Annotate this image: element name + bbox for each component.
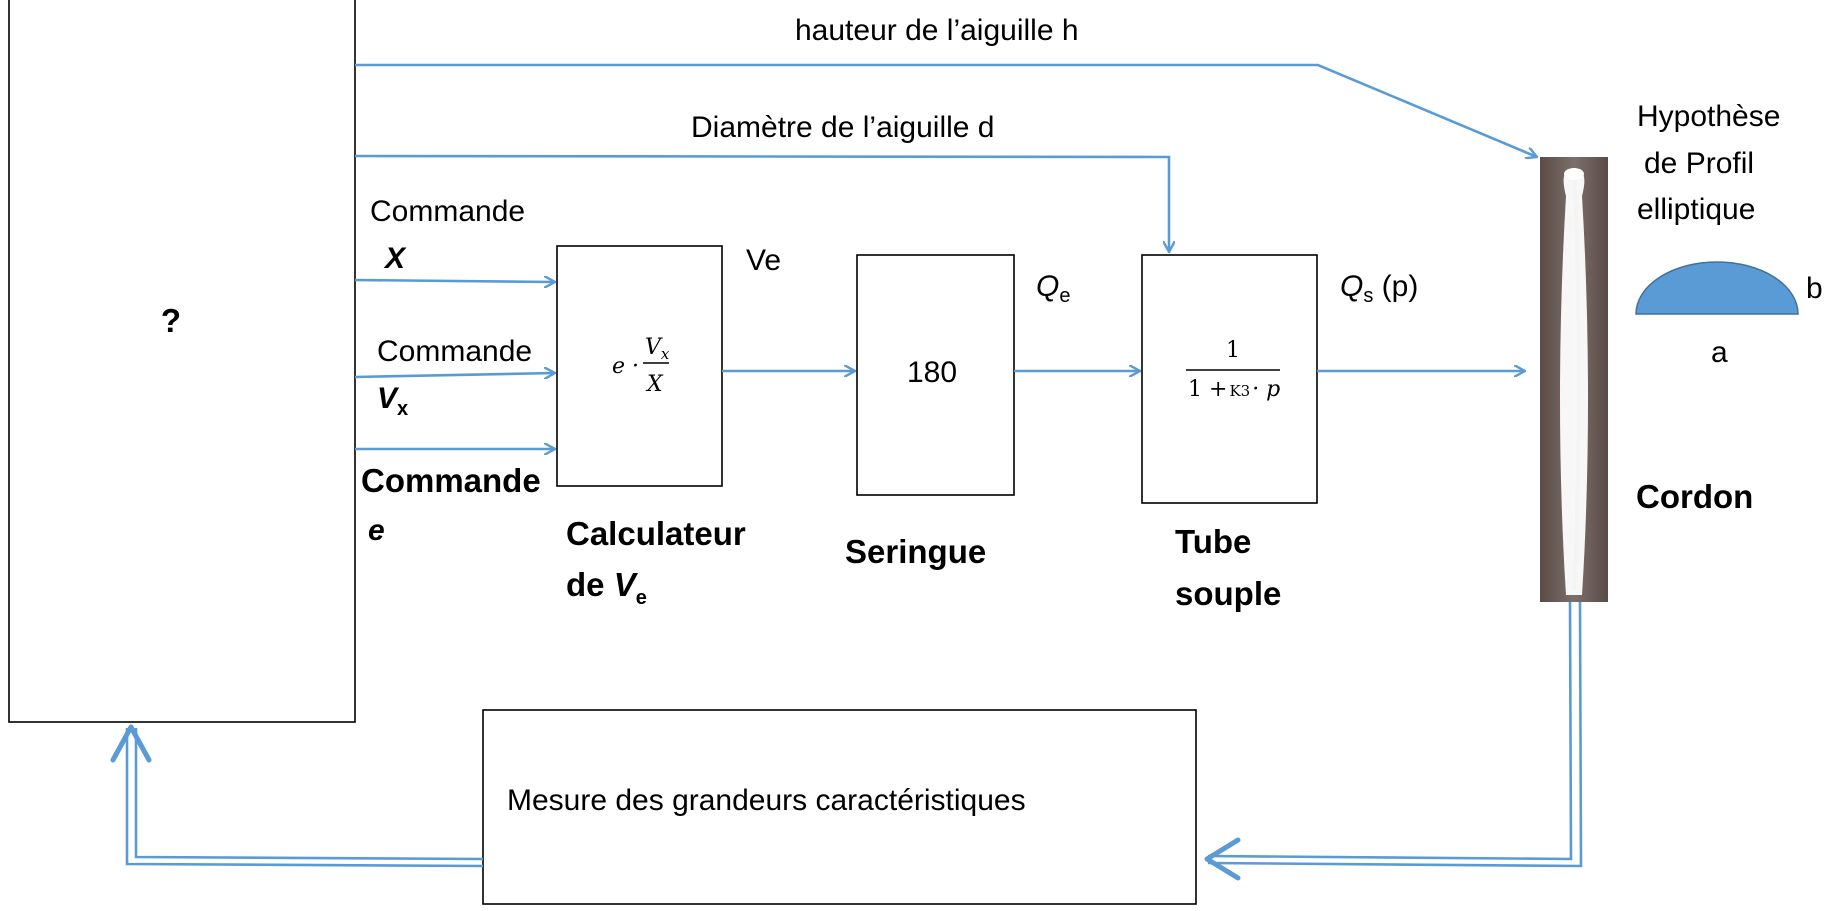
profile-dim-a: a <box>1711 336 1728 369</box>
qs-var: Q <box>1340 270 1363 303</box>
needle-diameter-label: Diamètre de l’aiguille d <box>691 111 995 144</box>
calculator-formula-numerator: Vx <box>645 335 670 363</box>
calculator-title-prefix: de <box>566 566 614 603</box>
qs-sub: s <box>1363 285 1373 307</box>
tube-tf-denominator: 1 +K3· p <box>1188 377 1280 402</box>
qe-var: Q <box>1036 270 1059 303</box>
tube-title-line1: Tube <box>1175 523 1251 560</box>
command-vx-arrow <box>354 373 555 377</box>
controller-block <box>8 0 356 723</box>
qe-label: Qe <box>1036 270 1070 307</box>
command-x-var: X <box>383 242 407 275</box>
needle-height-label: hauteur de l’aiguille h <box>795 14 1079 47</box>
calculator-title-line2: de Ve <box>566 566 647 609</box>
controller-label: ? <box>161 302 181 339</box>
command-vx-var: V <box>377 382 400 415</box>
tube-tf-den-suffix: · p <box>1252 377 1280 402</box>
tube-tf-den-prefix: 1 + <box>1188 377 1227 402</box>
syringe-block <box>856 254 1015 496</box>
calculator-formula-num-sub: x <box>661 345 670 363</box>
feedback-to-measure-arrow <box>1204 601 1583 881</box>
measure-label: Mesure des grandeurs caractéristiques <box>507 784 1026 817</box>
command-e-var: e <box>368 514 385 547</box>
command-x-arrow <box>354 280 555 282</box>
tube-block <box>1141 254 1318 504</box>
syringe-gain: 180 <box>907 356 957 389</box>
measure-block <box>482 709 1197 905</box>
profile-dim-b: b <box>1806 272 1823 305</box>
command-x-word: Commande <box>370 195 525 228</box>
command-vx-sub: x <box>397 398 408 420</box>
bead-image <box>1540 157 1608 602</box>
hypothesis-line2: de Profil <box>1644 147 1754 180</box>
calculator-block <box>556 245 723 487</box>
command-e-word: Commande <box>361 462 541 499</box>
qe-sub: e <box>1059 285 1070 307</box>
syringe-title: Seringue <box>845 533 986 570</box>
calculator-title-sub: e <box>636 587 647 609</box>
calculator-formula-prefix: e · <box>612 354 639 379</box>
qs-label: Qs (p) <box>1340 270 1418 307</box>
needle-diameter-arrow <box>354 154 1169 252</box>
qs-arg: (p) <box>1373 270 1418 303</box>
tube-title-line2: souple <box>1175 575 1281 612</box>
bead-title: Cordon <box>1636 478 1753 515</box>
calculator-formula-denominator: X <box>645 372 664 397</box>
hypothesis-line1: Hypothèse <box>1637 100 1780 133</box>
calculator-formula-num-var: V <box>645 335 663 360</box>
needle-height-arrow <box>355 63 1537 157</box>
tube-tf-den-k: K3 <box>1229 382 1250 400</box>
command-vx-word: Commande <box>377 335 532 368</box>
hypothesis-line3: elliptique <box>1637 193 1755 226</box>
calculator-title-line1: Calculateur <box>566 515 746 552</box>
ve-label: Ve <box>746 244 781 277</box>
calculator-title-var: V <box>614 566 639 603</box>
tube-tf-numerator: 1 <box>1226 338 1240 363</box>
feedback-to-controller-arrow <box>110 724 484 868</box>
elliptical-profile <box>1635 261 1799 315</box>
command-vx-symbol: Vx <box>377 382 408 420</box>
